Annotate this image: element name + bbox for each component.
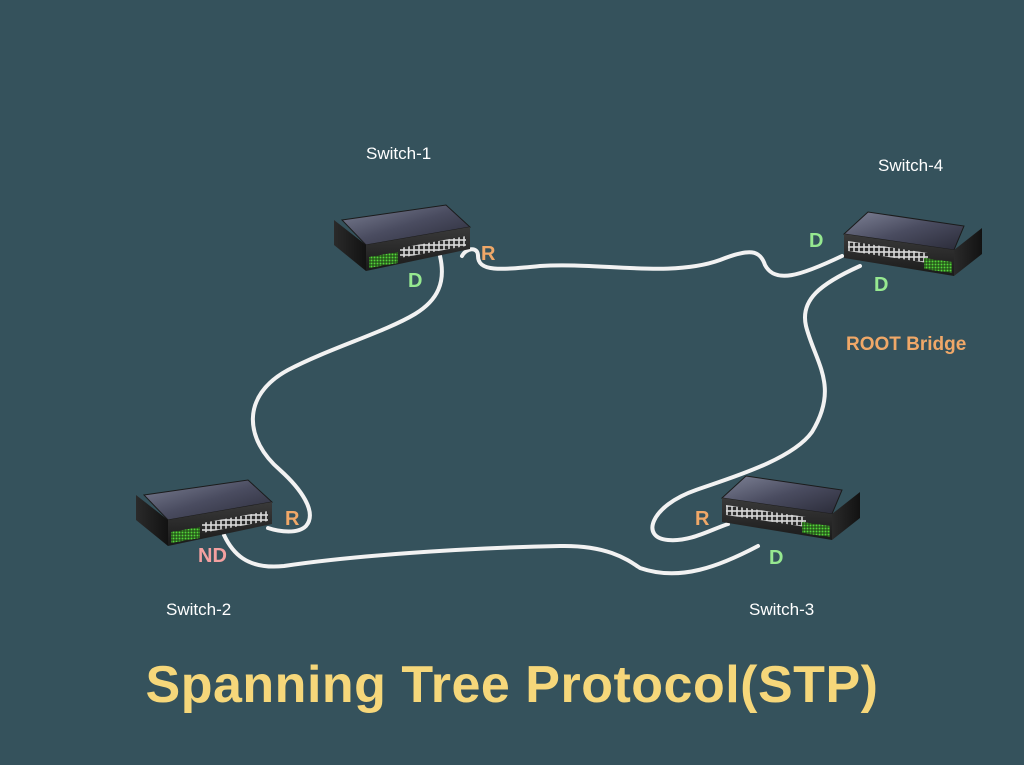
cable-switch1-switch2: [250, 254, 444, 534]
root-bridge-label: ROOT Bridge: [846, 334, 967, 355]
switch-2-root-port: R: [285, 508, 300, 530]
cable-switch4-switch3: [650, 264, 862, 543]
switch-1-device: [333, 204, 471, 272]
switch-4-name: Switch-4: [878, 156, 944, 175]
switch-4-designated-port-a: D: [809, 230, 824, 252]
switch-2-name: Switch-2: [166, 600, 232, 619]
switch-1-designated-port: D: [408, 270, 423, 292]
switch-3-device: [721, 475, 861, 541]
cable-switch1-switch4: [460, 247, 844, 278]
switch-3-designated-port: D: [769, 547, 784, 569]
switch-4-designated-port-b: D: [874, 274, 889, 296]
diagram-title: Spanning Tree Protocol(STP): [145, 656, 879, 714]
switch-3-name: Switch-3: [749, 600, 815, 619]
switch-1-name: Switch-1: [366, 144, 432, 163]
cables: [222, 247, 862, 576]
switch-1-root-port: R: [481, 243, 496, 265]
switch-2-non-designated-port: ND: [198, 545, 227, 567]
switch-4-device: [843, 211, 983, 277]
switch-3-root-port: R: [695, 508, 710, 530]
cable-switch2-switch3: [222, 533, 760, 576]
switches: [135, 204, 983, 547]
switch-2-device: [135, 479, 273, 547]
